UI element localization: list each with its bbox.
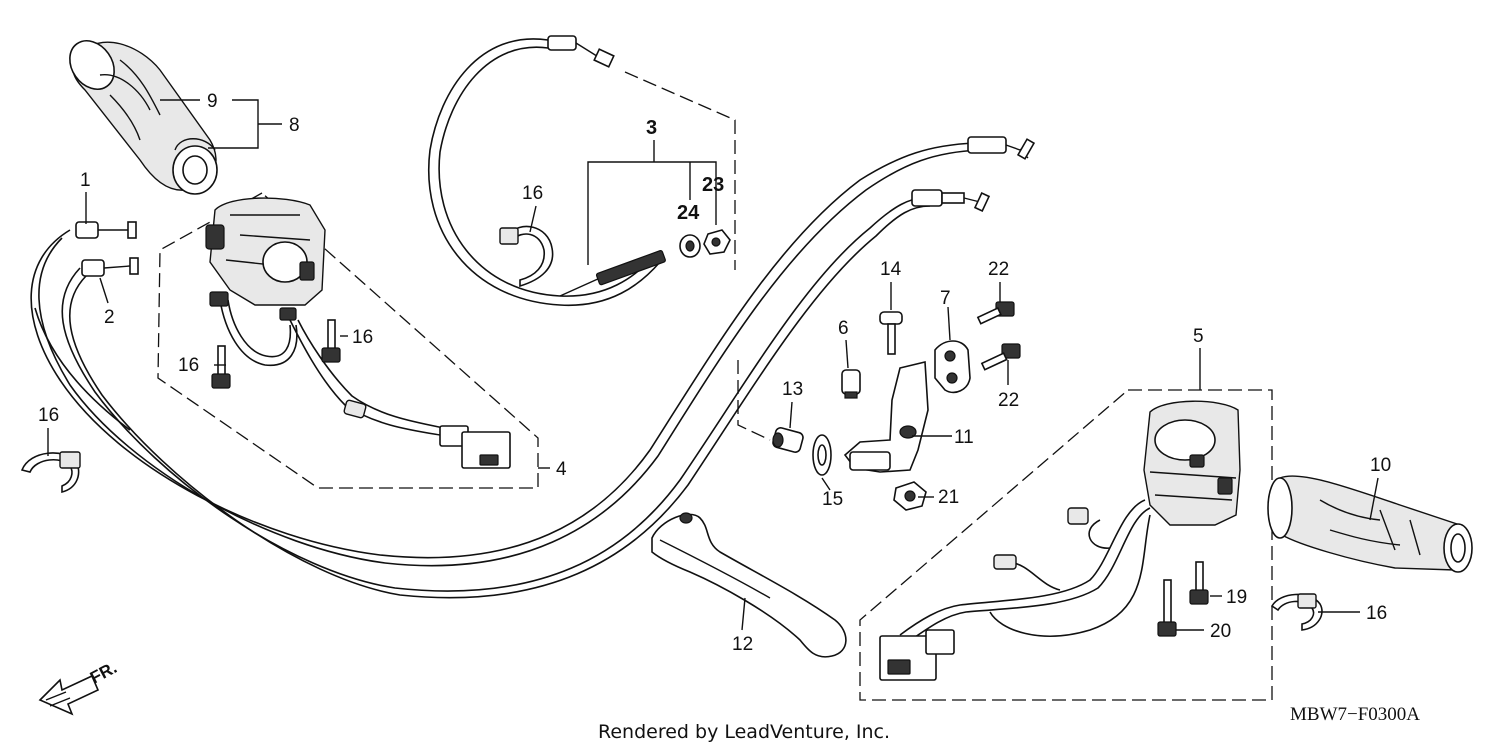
callout-7: 7 bbox=[940, 288, 951, 309]
collar-13 bbox=[772, 427, 804, 453]
callout-9: 9 bbox=[207, 91, 218, 112]
cable-clamp-right bbox=[1270, 593, 1323, 631]
callout-17: 16 bbox=[178, 355, 199, 376]
callout-2: 2 bbox=[104, 307, 115, 328]
cable-end-lower bbox=[911, 189, 991, 213]
leader-lines bbox=[47, 99, 1379, 631]
callout-22-upper: 22 bbox=[988, 259, 1009, 280]
right-switch-assembly bbox=[879, 400, 1241, 681]
callout-12: 12 bbox=[732, 634, 753, 655]
callout-5: 5 bbox=[1193, 326, 1204, 347]
callout-16-upper: 16 bbox=[522, 183, 543, 204]
nut-23 bbox=[703, 229, 731, 255]
callout-19: 19 bbox=[1226, 587, 1247, 608]
clamp-bracket-7 bbox=[934, 340, 971, 394]
callout-11: 11 bbox=[954, 427, 974, 448]
callout-20: 20 bbox=[1210, 621, 1231, 642]
callout-14: 14 bbox=[880, 259, 902, 280]
group-outline-left-switch bbox=[157, 192, 539, 489]
bolt-14 bbox=[879, 311, 903, 355]
front-direction-arrow: FR. bbox=[38, 658, 120, 716]
switch-6 bbox=[841, 369, 861, 399]
throttle-cables bbox=[30, 142, 981, 599]
bolt-22-upper bbox=[976, 301, 1015, 325]
clutch-lever bbox=[651, 512, 847, 658]
callout-16-right: 16 bbox=[1366, 603, 1387, 624]
callout-3: 3 bbox=[646, 117, 657, 139]
callout-24: 24 bbox=[677, 202, 700, 224]
callout-21: 21 bbox=[938, 487, 959, 508]
group-outline-throttle bbox=[624, 71, 736, 270]
bolt-17 bbox=[211, 345, 231, 389]
washer-15 bbox=[812, 434, 832, 476]
right-grip bbox=[1267, 475, 1473, 573]
cable-end-upper bbox=[967, 136, 1036, 160]
callout-10: 10 bbox=[1370, 455, 1391, 476]
footer-credit: Rendered by LeadVenture, Inc. bbox=[598, 721, 890, 743]
lever-bracket bbox=[843, 360, 929, 473]
bolt-20 bbox=[1157, 579, 1177, 637]
left-switch-assembly bbox=[205, 197, 511, 469]
callout-23: 23 bbox=[702, 174, 724, 196]
group-outline-lever-bracket bbox=[737, 360, 771, 441]
cable-clamp-upper bbox=[499, 225, 554, 288]
callout-18: 16 bbox=[352, 327, 373, 348]
diagram-code: MBW7−F0300A bbox=[1290, 704, 1420, 725]
cable-clamp-left bbox=[20, 451, 81, 494]
callout-4: 4 bbox=[556, 459, 567, 480]
throttle-cable-loop bbox=[428, 35, 666, 306]
nut-24 bbox=[679, 234, 701, 258]
callout-1: 1 bbox=[80, 170, 91, 191]
nut-21 bbox=[893, 481, 927, 511]
cable-end-left-2 bbox=[81, 257, 139, 277]
callout-13: 13 bbox=[782, 379, 803, 400]
callout-15: 15 bbox=[822, 489, 843, 510]
left-grip bbox=[69, 40, 218, 195]
bolt-18 bbox=[321, 319, 341, 363]
callout-8: 8 bbox=[289, 115, 300, 136]
callout-16-left: 16 bbox=[38, 405, 59, 426]
bolt-22-lower bbox=[980, 343, 1021, 371]
callout-6: 6 bbox=[838, 318, 849, 339]
cable-end-left-1 bbox=[75, 221, 137, 239]
bolt-19 bbox=[1189, 561, 1209, 605]
callout-22-lower: 22 bbox=[998, 390, 1019, 411]
group-outline-right-switch bbox=[859, 389, 1273, 701]
